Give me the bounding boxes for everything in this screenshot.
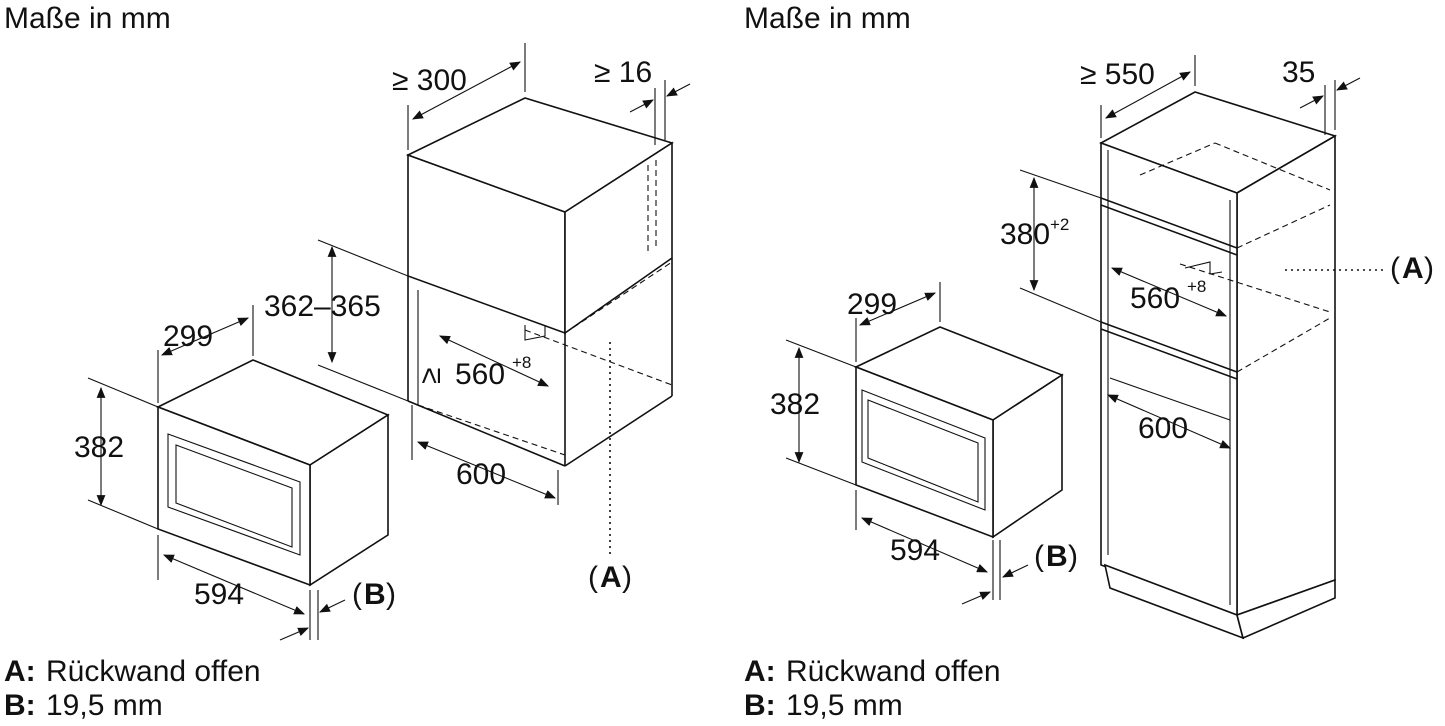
left-callout-b: B [364,578,386,611]
right-dim-height-niche: 380 [1000,218,1050,251]
left-dim-width-niche-prefix: ≥ [414,368,447,384]
right-dim-appliance-depth: 299 [847,288,897,321]
left-dim-height-niche: 362–365 [264,290,381,323]
right-legend-a-key: A: [744,655,776,688]
right-callout-b-open: ( [1034,540,1044,573]
left-legend-b-text: 19,5 mm [46,689,163,722]
right-legend-b-key: B: [744,689,776,722]
left-legend-b-key: B: [4,689,36,722]
left-callout-a-open: ( [588,561,598,594]
right-tall-cabinet [1099,91,1337,640]
left-dim-appliance-depth: 299 [163,320,213,353]
left-legend: A: Rückwand offen B: 19,5 mm [4,655,261,722]
left-upper-cabinet [405,97,674,335]
left-dim-depth-niche: 600 [456,458,506,491]
right-callout-a-close: ) [1424,252,1434,285]
left-diagram: Maße in mm [4,2,691,722]
right-dim-appliance-width: 594 [890,534,940,567]
right-legend-a-text: Rückwand offen [786,655,1001,688]
left-dim-appliance-height: 382 [74,431,124,464]
right-callout-b-close: ) [1068,540,1078,573]
left-dim-width-niche: 560 [455,358,505,391]
right-callout-a-open: ( [1390,252,1400,285]
left-callout-a: A [600,561,622,594]
left-legend-a-text: Rückwand offen [46,655,261,688]
right-title: Maße in mm [744,2,911,35]
right-dim-appliance-height: 382 [770,388,820,421]
left-dim-depth-top: ≥ 300 [392,64,467,97]
right-dim-width-niche: 560 [1130,282,1180,315]
left-legend-a-key: A: [4,655,36,688]
right-appliance [853,326,1064,539]
right-callout-a: A [1402,252,1424,285]
left-callout-b-close: ) [386,578,396,611]
left-appliance [156,359,390,587]
left-niche [407,258,673,467]
right-legend: A: Rückwand offen B: 19,5 mm [744,655,1001,722]
right-dim-depth-niche: 600 [1138,412,1188,445]
left-dim-gap: ≥ 16 [594,56,652,89]
right-callout-b: B [1046,540,1068,573]
left-dim-appliance-width: 594 [194,578,244,611]
left-dim-width-niche-tol: +8 [512,353,531,372]
right-legend-b-text: 19,5 mm [786,689,903,722]
right-diagram: Maße in mm [744,2,1434,722]
right-dim-height-niche-tol: +2 [1050,215,1069,234]
left-callout-b-open: ( [352,578,362,611]
left-title: Maße in mm [4,2,171,35]
left-callout-a-close: ) [622,561,632,594]
right-dim-depth-top: ≥ 550 [1080,58,1155,91]
right-dim-gap: 35 [1282,56,1315,89]
right-dim-width-niche-tol: +8 [1187,277,1206,296]
